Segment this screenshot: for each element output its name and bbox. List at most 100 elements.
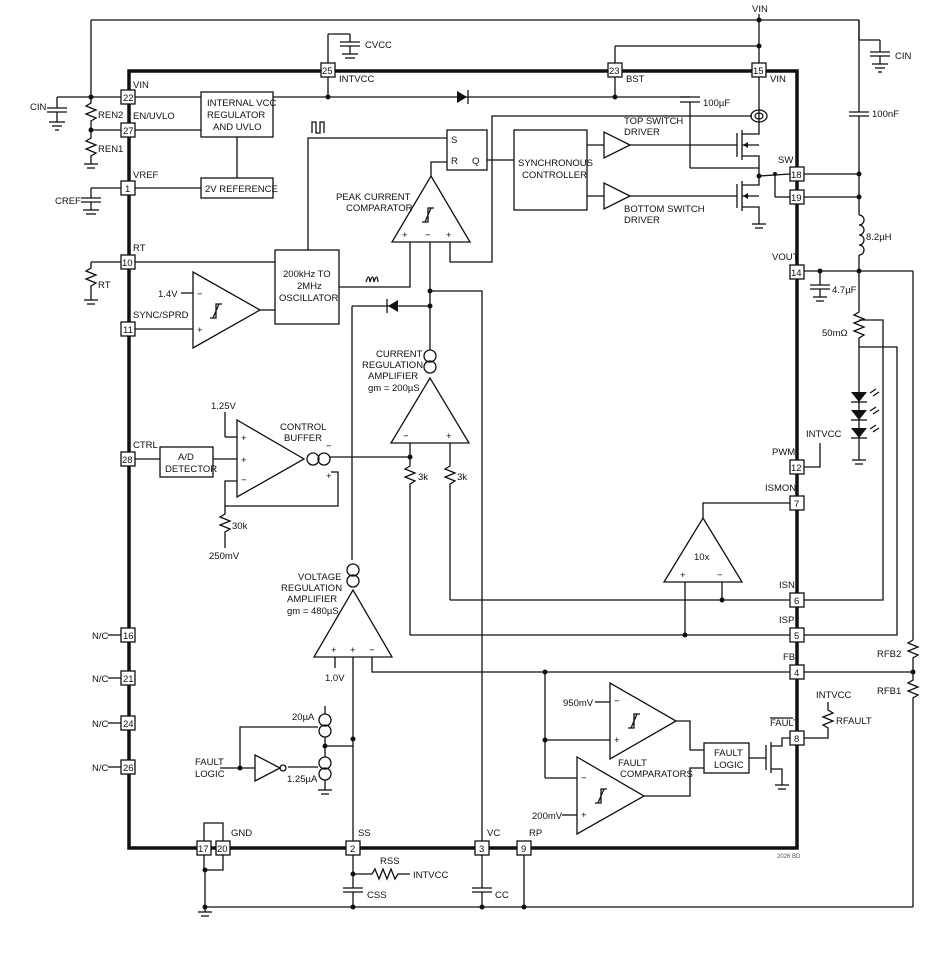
svg-text:FB: FB [783, 652, 795, 663]
svg-text:2V REFERENCE: 2V REFERENCE [205, 184, 278, 195]
svg-text:VIN: VIN [770, 74, 786, 85]
cin-right-label: CIN [895, 51, 912, 62]
svg-text:AND UVLO: AND UVLO [213, 122, 262, 133]
svg-text:ISP: ISP [779, 615, 794, 626]
svg-text:30k: 30k [232, 521, 248, 532]
svg-text:VIN: VIN [133, 80, 149, 91]
svg-text:16: 16 [123, 631, 134, 642]
gnd-connection [198, 822, 224, 917]
svg-text:+: + [241, 455, 247, 466]
svg-text:+: + [446, 230, 452, 241]
fault-comparator-top: − + [609, 681, 678, 761]
svg-text:RT: RT [133, 243, 146, 254]
fault-logic-block: FAULT LOGIC [703, 742, 750, 774]
svg-text:−: − [403, 431, 409, 442]
pin-9: 9RP [516, 828, 542, 856]
pin-21: 21 N/C [92, 670, 136, 686]
voltage-amp-label-2: REGULATION [281, 583, 342, 594]
svg-text:SW: SW [778, 155, 793, 166]
fault-logic-inverter [254, 753, 287, 783]
svg-text:R: R [451, 156, 458, 167]
pin-18: 18 SW [778, 155, 805, 182]
fault-logic-input-label-2: LOGIC [195, 769, 225, 780]
svg-text:CTRL: CTRL [133, 440, 158, 451]
cref-label: CREF [55, 196, 81, 207]
svg-text:1.25µA: 1.25µA [287, 774, 318, 785]
svg-text:ISMON: ISMON [765, 483, 796, 494]
vc-external: CC [472, 855, 509, 910]
vin-rail: VIN [90, 4, 860, 105]
svg-text:EN/UVLO: EN/UVLO [133, 111, 175, 122]
top-driver: TOP SWITCH DRIVER [603, 116, 683, 160]
svg-text:10: 10 [122, 258, 133, 269]
current-amp-label-4: gm = 200µS [368, 383, 420, 394]
cvcc-capacitor: CVCC [327, 33, 392, 63]
svg-text:BST: BST [626, 74, 645, 85]
cref-capacitor: CREF [55, 187, 121, 215]
r30k-resistor: 30k [218, 506, 248, 548]
fault-nmos [749, 737, 790, 790]
clamp-diode [386, 299, 398, 313]
svg-text:+: + [350, 645, 356, 656]
svg-text:INTVCC: INTVCC [816, 690, 852, 701]
svg-text:−: − [197, 289, 203, 300]
svg-text:+: + [680, 570, 686, 581]
svg-text:N/C: N/C [92, 631, 109, 642]
svg-text:−: − [717, 570, 723, 581]
svg-text:−: − [425, 230, 431, 241]
svg-text:RFAULT: RFAULT [836, 716, 872, 727]
voltage-amp-label-3: AMPLIFIER [287, 594, 337, 605]
svg-text:3: 3 [479, 844, 484, 855]
svg-text:CC: CC [495, 890, 509, 901]
sr-latch: S R Q [446, 129, 488, 171]
svg-text:27: 27 [123, 126, 134, 137]
svg-text:Q: Q [472, 156, 479, 167]
svg-text:N/C: N/C [92, 763, 109, 774]
voltage-regulation-amplifier: + + − [312, 563, 394, 658]
svg-text:19: 19 [791, 193, 802, 204]
svg-text:1: 1 [125, 184, 130, 195]
rp-external [521, 855, 527, 910]
bootstrap-diode [457, 90, 469, 104]
peak-current-comparator: + − + [390, 174, 472, 243]
rt-resistor: RT [84, 261, 121, 305]
current-amp-label-2: REGULATION [362, 360, 423, 371]
pin-16: 16 N/C [92, 627, 136, 643]
pin-24: 24N/C [92, 715, 136, 731]
svg-text:DETECTOR: DETECTOR [165, 464, 217, 475]
svg-text:10x: 10x [694, 552, 710, 563]
svg-text:N/C: N/C [92, 674, 109, 685]
svg-text:18: 18 [791, 170, 802, 181]
svg-text:+: + [331, 645, 337, 656]
bottom-switch-mosfet [736, 176, 766, 229]
svg-text:+: + [614, 735, 620, 746]
svg-text:SYNCHRONOUS: SYNCHRONOUS [518, 158, 593, 169]
svg-text:+: + [402, 230, 408, 241]
svg-text:200kHz TO: 200kHz TO [283, 269, 331, 280]
svg-text:VOUT: VOUT [772, 252, 799, 263]
svg-text:+: + [241, 433, 247, 444]
peak-comparator-label-1: PEAK CURRENT [336, 192, 411, 203]
vin-top-label: VIN [752, 4, 768, 15]
svg-text:7: 7 [794, 499, 799, 510]
sync-controller-block: SYNCHRONOUS CONTROLLER [513, 129, 593, 211]
svg-text:RSS: RSS [380, 856, 400, 867]
ramp-icon [365, 276, 379, 283]
ss-current-sources: 20µA 1.25µA [287, 706, 353, 795]
svg-text:INTVCC: INTVCC [413, 870, 449, 881]
svg-text:12: 12 [791, 463, 802, 474]
control-buffer-label-1: CONTROL [280, 422, 326, 433]
reference-block: 2V REFERENCE [200, 177, 278, 199]
control-buffer: + + − [236, 418, 331, 499]
svg-text:DRIVER: DRIVER [624, 127, 660, 138]
svg-text:21: 21 [123, 674, 134, 685]
svg-text:4.7µF: 4.7µF [832, 285, 857, 296]
svg-text:−: − [614, 696, 620, 707]
v10-label: 1.0V [325, 673, 345, 684]
en-divider: REN2 REN1 [84, 97, 123, 169]
led-string [851, 388, 880, 465]
